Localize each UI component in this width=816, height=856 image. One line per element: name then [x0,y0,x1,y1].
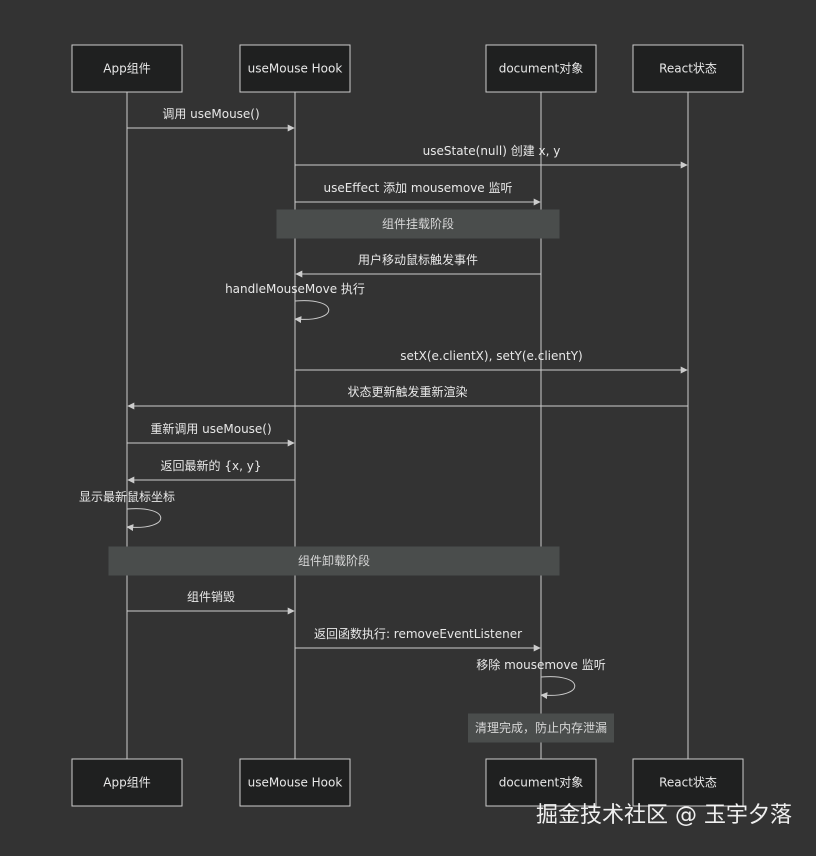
participant-label: React状态 [659,776,717,790]
note-label: 组件挂载阶段 [382,216,454,231]
participant-label: App组件 [103,776,150,790]
participant-react-top: React状态 [632,44,744,93]
participant-doc-bottom: document对象 [485,758,597,807]
participant-hook-bottom: useMouse Hook [239,758,351,807]
participant-react-bottom: React状态 [632,758,744,807]
message-label: useState(null) 创建 x, y [423,144,561,158]
participant-box [71,44,183,93]
message-14: 移除 mousemove 监听 [476,657,606,700]
participant-label: React状态 [659,62,717,76]
message-label: 状态更新触发重新渲染 [347,384,467,399]
message-label: 显示最新鼠标坐标 [79,489,175,504]
note-box [108,546,560,576]
self-message-arrow [540,676,575,700]
message-8: 重新调用 useMouse() [127,421,295,447]
message-label: useEffect 添加 mousemove 监听 [323,181,512,195]
participant-label: App组件 [103,62,150,76]
participant-app-top: App组件 [71,44,183,93]
message-13: 返回函数执行: removeEventListener [295,626,541,652]
watermark-text: 掘金技术社区 @ 玉宇夕落 [536,803,792,828]
message-label: 返回函数执行: removeEventListener [314,626,522,641]
note-15: 清理完成，防止内存泄漏 [468,713,614,743]
message-12: 组件销毁 [127,589,295,615]
participant-label: useMouse Hook [248,776,343,790]
message-2: useEffect 添加 mousemove 监听 [295,181,541,206]
participant-box [239,758,351,807]
message-label: 调用 useMouse() [162,107,259,121]
self-message-arrow [294,300,329,324]
participant-box [632,758,744,807]
participant-box [71,758,183,807]
message-4: 用户移动鼠标触发事件 [295,252,541,278]
participant-doc-top: document对象 [485,44,597,93]
message-label: 重新调用 useMouse() [150,421,271,436]
participant-box [632,44,744,93]
message-label: setX(e.clientX), setY(e.clientY) [400,349,582,363]
message-5: handleMouseMove 执行 [225,282,365,324]
participant-app-bottom: App组件 [71,758,183,807]
message-label: handleMouseMove 执行 [225,282,365,296]
note-box [468,713,614,743]
message-1: useState(null) 创建 x, y [295,144,688,169]
message-10: 显示最新鼠标坐标 [79,489,175,532]
note-11: 组件卸载阶段 [108,546,560,576]
participant-label: document对象 [499,776,584,790]
message-label: 用户移动鼠标触发事件 [358,252,478,267]
participant-hook-top: useMouse Hook [239,44,351,93]
message-0: 调用 useMouse() [127,107,295,132]
participant-box [485,758,597,807]
participant-box [485,44,597,93]
participant-label: useMouse Hook [248,62,343,76]
note-box [276,209,560,239]
participant-box [239,44,351,93]
message-label: 组件销毁 [187,589,235,604]
note-3: 组件挂载阶段 [276,209,560,239]
note-label: 清理完成，防止内存泄漏 [475,720,607,735]
message-6: setX(e.clientX), setY(e.clientY) [295,349,688,374]
self-message-arrow [126,508,161,532]
message-label: 返回最新的 {x, y} [161,458,262,473]
message-label: 移除 mousemove 监听 [476,657,605,672]
note-label: 组件卸载阶段 [298,553,370,568]
message-9: 返回最新的 {x, y} [127,458,295,484]
message-7: 状态更新触发重新渲染 [127,384,688,410]
participant-label: document对象 [499,62,584,76]
